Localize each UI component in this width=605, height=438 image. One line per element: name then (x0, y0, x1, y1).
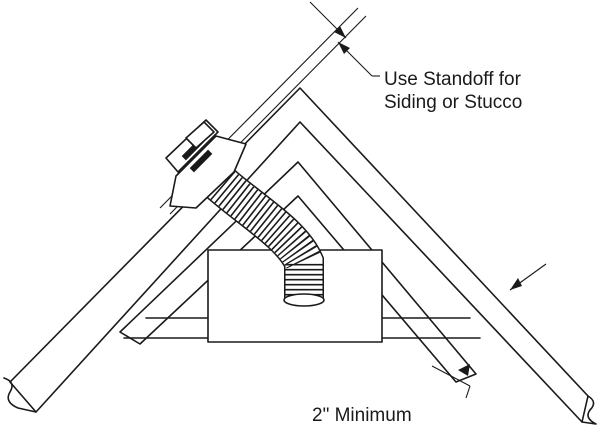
standoff-label-line1: Use Standoff for (384, 69, 521, 90)
standoff-label-line2: Siding or Stucco (384, 92, 523, 113)
standoff-label: Use Standoff for Siding or Stucco (384, 68, 522, 114)
break-marks (3, 377, 597, 425)
inner-panel (119, 161, 477, 383)
minimum-dimension (431, 263, 547, 399)
minimum-clearance-label: 2" Minimum (312, 405, 412, 426)
standoff-dimension (309, 1, 380, 77)
wall-terminal (165, 119, 247, 209)
